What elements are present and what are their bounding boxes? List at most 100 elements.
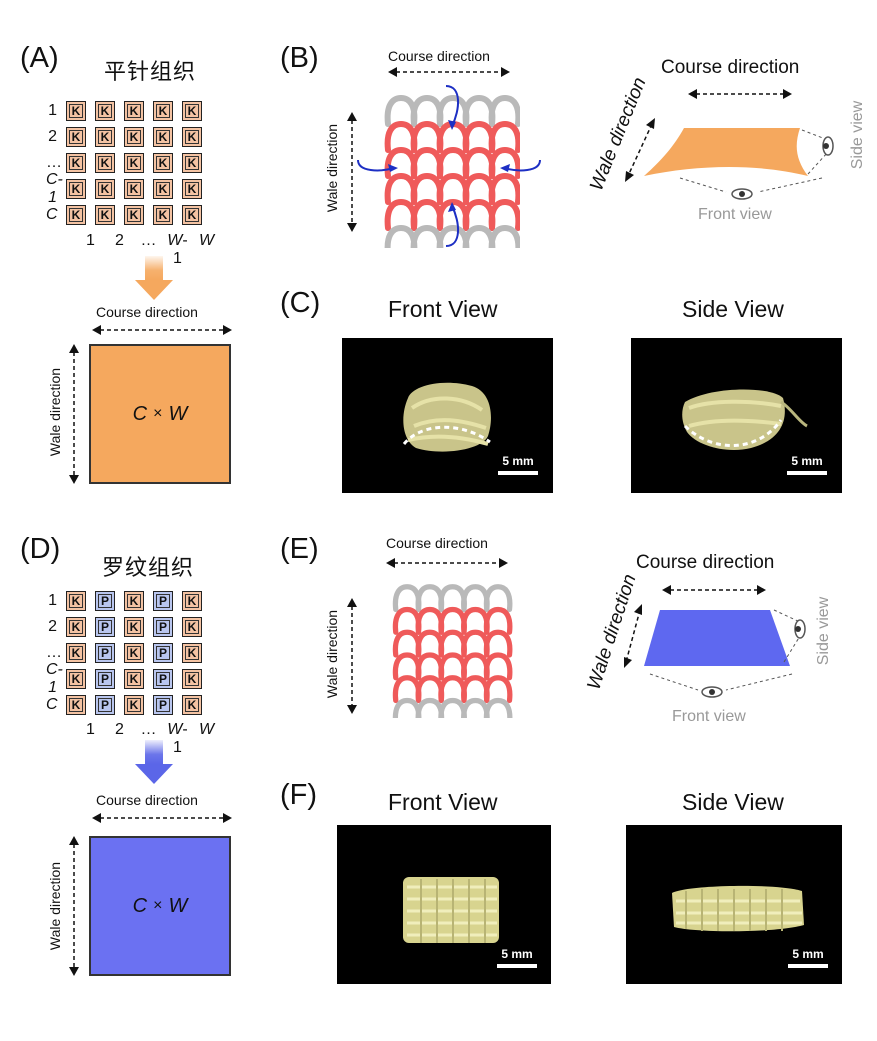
stitch-letter: K [127,208,141,222]
column-label: 1 [86,232,95,249]
knit-stitch-cell: K [124,617,144,637]
gray-loop [392,584,422,613]
knit-stitch-cell: K [182,591,202,611]
knit-stitch-cell: K [182,127,202,147]
stitch-letter: K [185,104,199,118]
down-arrow-a [135,256,173,300]
row-label: C-1 [46,661,63,696]
column-label: W-1 [167,721,188,756]
scale-bar-side-f: 5 mm [788,947,828,968]
knit-stitch-cell: K [153,179,173,199]
shape-course-arrow-b [688,89,792,99]
shape-wale-arrow-e [624,604,642,668]
stitch-letter: K [69,698,83,712]
column-label: W [198,721,215,738]
knit-stitch-cell: K [182,153,202,173]
red-loop [392,606,422,635]
row-label: C-1 [46,171,63,206]
gray-loop [438,697,467,718]
red-loop [438,675,467,704]
gray-loop [392,697,422,718]
stitch-letter: K [127,620,141,634]
stitch-letter: K [127,672,141,686]
panel-label-f: (F) [280,779,318,811]
knit-stitch-cell: K [153,101,173,121]
scale-label-front-c: 5 mm [502,454,534,468]
wale-direction-label-e: Wale direction [324,609,340,699]
purl-stitch-cell: P [153,617,173,637]
purl-stitch-cell: P [95,617,115,637]
course-arrow-d [92,813,232,823]
stitch-letter: K [69,104,83,118]
knit-stitch-cell: K [182,643,202,663]
row-label: 2 [48,618,57,635]
red-loop [392,629,422,658]
shape-course-arrow-e [662,585,766,595]
shape-wale-arrow-b [625,118,655,182]
stitch-letter: K [98,182,112,196]
curl-arrows-b [357,85,541,247]
purl-stitch-cell: P [153,695,173,715]
stitch-letter: P [156,594,170,608]
row-label: 1 [48,592,57,609]
knit-stitch-cell: K [153,153,173,173]
knit-stitch-cell: K [66,695,86,715]
red-loop [415,606,445,635]
knit-stitch-cell: K [124,179,144,199]
front-view-label-e: Front view [672,708,746,725]
side-view-title-c: Side View [682,296,784,322]
column-label: 1 [86,721,95,738]
gray-loop [415,584,445,613]
wale-arrow-d [69,836,79,976]
stitch-letter: K [156,182,170,196]
knit-stitch-cell: K [66,643,86,663]
course-direction-label-e: Course direction [386,535,488,551]
side-view-label-b: Side view [849,100,866,170]
course-direction-label-d: Course direction [96,792,198,808]
knit-stitch-cell: K [182,179,202,199]
red-loop [483,606,513,635]
red-loop [483,629,513,658]
knit-stitch-cell: K [66,669,86,689]
front-eye-icon-b [679,177,823,200]
shape-course-label-b: Course direction [661,57,800,78]
front-eye-icon-e [649,673,793,698]
row-label: … [46,154,62,171]
column-label: W-1 [167,232,188,267]
row-label: C [46,206,58,223]
knit-stitch-cell: K [182,695,202,715]
stitch-letter: K [185,620,199,634]
knit-stitch-cell: K [124,127,144,147]
gray-loop [438,584,467,613]
side-view-title-f: Side View [682,789,784,815]
knit-stitch-cell: K [95,179,115,199]
gray-loop [488,224,520,248]
purl-stitch-cell: P [153,669,173,689]
knit-stitch-cell: K [124,101,144,121]
stitch-letter: P [156,620,170,634]
panel-label-e: (E) [280,533,319,565]
red-loop [461,652,490,681]
wale-arrow-a [69,344,79,484]
purl-stitch-cell: P [95,695,115,715]
purl-stitch-cell: P [153,643,173,663]
knit-stitch-cell: K [124,695,144,715]
panel-label-d: (D) [20,533,61,565]
stitch-letter: K [98,104,112,118]
knit-stitch-cell: K [124,205,144,225]
stitch-letter: P [98,594,112,608]
knit-stitch-cell: K [66,617,86,637]
stitch-letter: K [156,130,170,144]
red-loop [438,606,467,635]
knit-stitch-cell: K [182,669,202,689]
knit-diagram-e [392,584,513,718]
stitch-letter: K [185,208,199,222]
front-view-label-b: Front view [698,206,772,223]
red-loop [461,606,490,635]
stitch-letter: K [185,182,199,196]
knit-stitch-cell: K [182,205,202,225]
gray-loop [461,697,490,718]
wale-arrow-e [347,598,357,714]
